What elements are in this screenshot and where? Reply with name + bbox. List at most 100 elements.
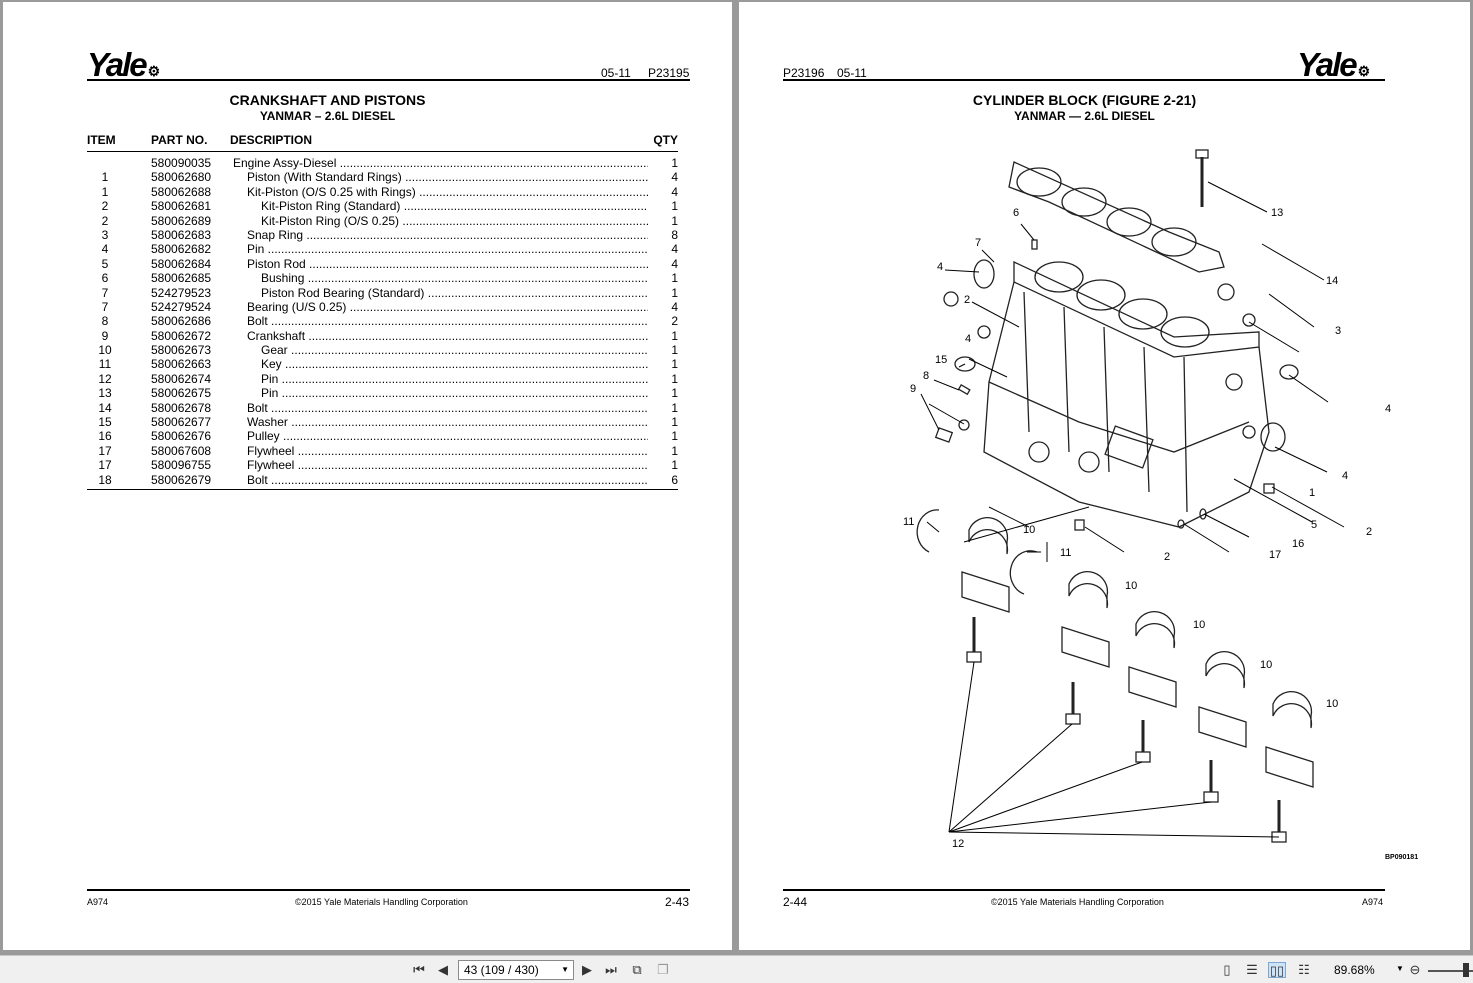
main-bearing-cap-2 — [1061, 571, 1110, 725]
cell-description: Washer — [247, 415, 648, 429]
table-bottom-rule — [87, 488, 678, 490]
page-right: P23196 05-11 Yale⚙ CYLINDER BLOCK (FIGUR… — [739, 2, 1470, 950]
callout-label: 14 — [1326, 275, 1338, 287]
footer-rule — [783, 889, 1385, 891]
cell-qty: 1 — [671, 443, 678, 458]
callout-label: 10 — [1125, 580, 1137, 592]
first-page-icon[interactable]: ⏮ — [413, 962, 425, 977]
footer-rule — [87, 889, 690, 891]
cell-description: Kit-Piston Ring (Standard) — [261, 199, 648, 213]
main-bearing-cap-4 — [1198, 651, 1247, 803]
header-date: 05-11 — [837, 66, 867, 80]
cylinder-block-diagram: 1367144234415894512111011161721010101012… — [903, 149, 1418, 861]
callout-label: 4 — [1385, 403, 1391, 415]
col-description: DESCRIPTION — [230, 133, 313, 147]
footer-page-number: 2-44 — [783, 895, 808, 909]
cell-item: 16 — [98, 429, 112, 444]
cell-item: 10 — [98, 343, 112, 358]
callout-label: 4 — [937, 261, 943, 273]
next-page-icon[interactable]: ▶ — [582, 962, 592, 977]
cell-part-no: 580062676 — [151, 429, 212, 444]
cell-description: Key — [261, 357, 648, 371]
single-page-icon[interactable]: ▯ — [1223, 962, 1231, 977]
table-header: ITEM PART NO. DESCRIPTION QTY — [87, 130, 678, 152]
page-title: CRANKSHAFT AND PISTONS — [229, 92, 426, 108]
col-item: ITEM — [87, 133, 116, 147]
cell-description: Piston Rod Bearing (Standard) — [261, 286, 648, 300]
cell-qty: 1 — [671, 415, 678, 430]
description-text: Gear — [261, 343, 288, 358]
description-text: Pin — [247, 242, 265, 257]
cell-item: 14 — [98, 400, 112, 415]
description-text: Kit-Piston Ring (O/S 0.25) — [261, 213, 400, 228]
cell-item: 12 — [98, 371, 112, 386]
cell-part-no: 580062679 — [151, 472, 212, 487]
description-text: Bolt — [247, 314, 268, 329]
cell-description: Pin — [247, 242, 648, 256]
cell-qty: 4 — [671, 242, 678, 257]
forklift-icon: ⚙ — [1357, 63, 1371, 79]
cell-description: Flywheel — [247, 444, 648, 458]
table-row: 6580062685Bushing1 — [87, 271, 678, 285]
page-select[interactable]: 43 (109 / 430)▼ — [458, 960, 574, 980]
continuous-facing-icon[interactable]: ☷ — [1298, 962, 1310, 977]
cell-description: Engine Assy-Diesel — [233, 156, 648, 170]
copy-icon[interactable]: ❐ — [657, 962, 669, 977]
cell-part-no: 524279524 — [151, 299, 212, 314]
zoom-dropdown-icon[interactable]: ▼ — [1396, 964, 1404, 973]
cell-description: Crankshaft — [247, 329, 648, 343]
cell-item: 17 — [98, 443, 112, 458]
zoom-slider[interactable] — [1428, 970, 1473, 972]
cell-qty: 4 — [671, 256, 678, 271]
zoom-slider-knob[interactable] — [1462, 963, 1469, 977]
cell-description: Bolt — [247, 401, 648, 415]
facing-icon[interactable]: ▯▯ — [1268, 962, 1286, 978]
table-row: 17580067608Flywheel1 — [87, 444, 678, 458]
zoom-out-icon[interactable]: ⊖ — [1409, 962, 1421, 977]
zoom-value[interactable]: 89.68% — [1334, 963, 1375, 977]
cell-description: Kit-Piston (O/S 0.25 with Rings) — [247, 185, 648, 199]
cell-part-no: 580062686 — [151, 314, 212, 329]
description-text: Bearing (U/S 0.25) — [247, 299, 347, 314]
page-display: 43 (109 / 430) — [464, 963, 539, 977]
cell-qty: 1 — [671, 199, 678, 214]
cell-part-no: 580062688 — [151, 184, 212, 199]
table-row: 11580062663Key1 — [87, 357, 678, 371]
cell-item: 13 — [98, 386, 112, 401]
prev-page-icon[interactable]: ◀ — [438, 962, 448, 977]
page-subtitle: YANMAR – 2.6L DIESEL — [259, 109, 396, 123]
cell-qty: 6 — [671, 472, 678, 487]
cell-description: Piston Rod — [247, 257, 648, 271]
table-row: 4580062682Pin4 — [87, 242, 678, 256]
callout-label: 6 — [1013, 207, 1019, 219]
callout-label: 5 — [1311, 519, 1317, 531]
cell-item: 15 — [98, 415, 112, 430]
main-bearing-cap-3 — [1128, 611, 1177, 763]
description-text: Flywheel — [247, 458, 295, 473]
table-row: 12 580062674 Pin 1 — [87, 372, 678, 386]
callout-label: 10 — [1023, 524, 1035, 536]
cell-qty: 1 — [671, 371, 678, 386]
page-subtitle: YANMAR — 2.6L DIESEL — [1014, 109, 1155, 123]
table-row: 14580062678Bolt1 — [87, 401, 678, 415]
callout-label: 11 — [903, 516, 914, 528]
page-title: CYLINDER BLOCK (FIGURE 2-21) — [972, 92, 1197, 108]
cell-description: Pin — [261, 372, 648, 386]
cell-item: 9 — [101, 328, 109, 343]
cell-part-no: 580062674 — [151, 371, 212, 386]
rotate-icon[interactable]: ⧉ — [632, 962, 642, 977]
cell-description: Kit-Piston Ring (O/S 0.25) — [261, 214, 648, 228]
last-page-icon[interactable]: ⏭ — [605, 962, 617, 977]
continuous-icon[interactable]: ☰ — [1246, 962, 1258, 977]
main-bearing-cap-5 — [1265, 691, 1314, 843]
callout-label: 17 — [1269, 549, 1281, 561]
figure-reference: BP090181 — [1385, 854, 1418, 861]
callout-label: 3 — [1335, 325, 1341, 337]
description-text: Piston Rod Bearing (Standard) — [261, 285, 425, 300]
document-viewer[interactable]: Yale⚙ 05-11 P23195 CRANKSHAFT AND PISTON… — [0, 0, 1473, 955]
